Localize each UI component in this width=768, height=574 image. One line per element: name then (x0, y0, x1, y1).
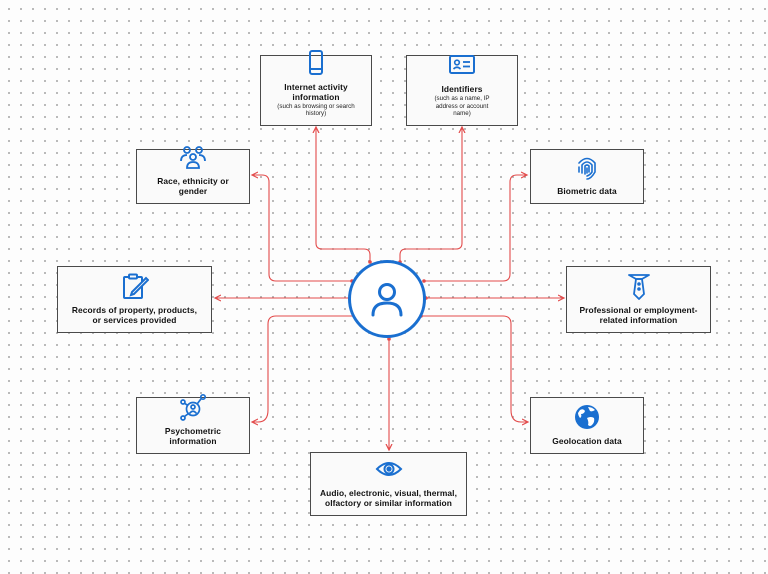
psychometric-label: Psychometric information (164, 426, 222, 446)
network-person-icon (179, 393, 207, 421)
identifiers-note: (such as a name, IP address or account n… (434, 95, 490, 118)
box-records: Records of property, products, or servic… (57, 266, 212, 333)
center-node (348, 260, 426, 338)
group-icon (179, 143, 207, 171)
box-biometric: Biometric data (530, 149, 644, 204)
box-professional: Professional or employment-related infor… (566, 266, 711, 333)
eye-icon (375, 455, 403, 483)
audio-label: Audio, electronic, visual, thermal, olfa… (319, 488, 458, 508)
connector-race (252, 175, 352, 282)
box-identifiers: Identifiers (such as a name, IP address … (406, 55, 518, 126)
geolocation-label: Geolocation data (552, 436, 622, 446)
records-label: Records of property, products, or servic… (71, 305, 198, 325)
box-race-ethnicity-gender: Race, ethnicity or gender (136, 146, 250, 204)
box-psychometric: Psychometric information (136, 393, 250, 454)
biometric-label: Biometric data (557, 186, 617, 196)
box-internet-activity: Internet activity information (such as b… (260, 49, 372, 126)
race-label: Race, ethnicity or gender (157, 176, 229, 196)
clipboard-edit-icon (121, 272, 149, 300)
connector-identifiers (399, 127, 462, 262)
box-audio-visual: Audio, electronic, visual, thermal, olfa… (310, 452, 467, 516)
person-icon (371, 283, 403, 317)
internet-activity-label: Internet activity information (284, 81, 348, 102)
id-card-icon (448, 51, 476, 79)
identifiers-label: Identifiers (441, 84, 483, 95)
internet-activity-note: (such as browsing or search history) (277, 102, 355, 118)
connector-internet (316, 127, 371, 262)
necktie-icon (625, 272, 653, 300)
connector-biometric (424, 175, 527, 282)
professional-label: Professional or employment-related infor… (579, 305, 698, 325)
smartphone-icon (302, 49, 330, 77)
globe-icon (573, 403, 601, 431)
connector-geolocation (421, 315, 528, 422)
box-geolocation: Geolocation data (530, 397, 644, 454)
connector-psychometric (252, 315, 354, 422)
fingerprint-icon (573, 153, 601, 181)
